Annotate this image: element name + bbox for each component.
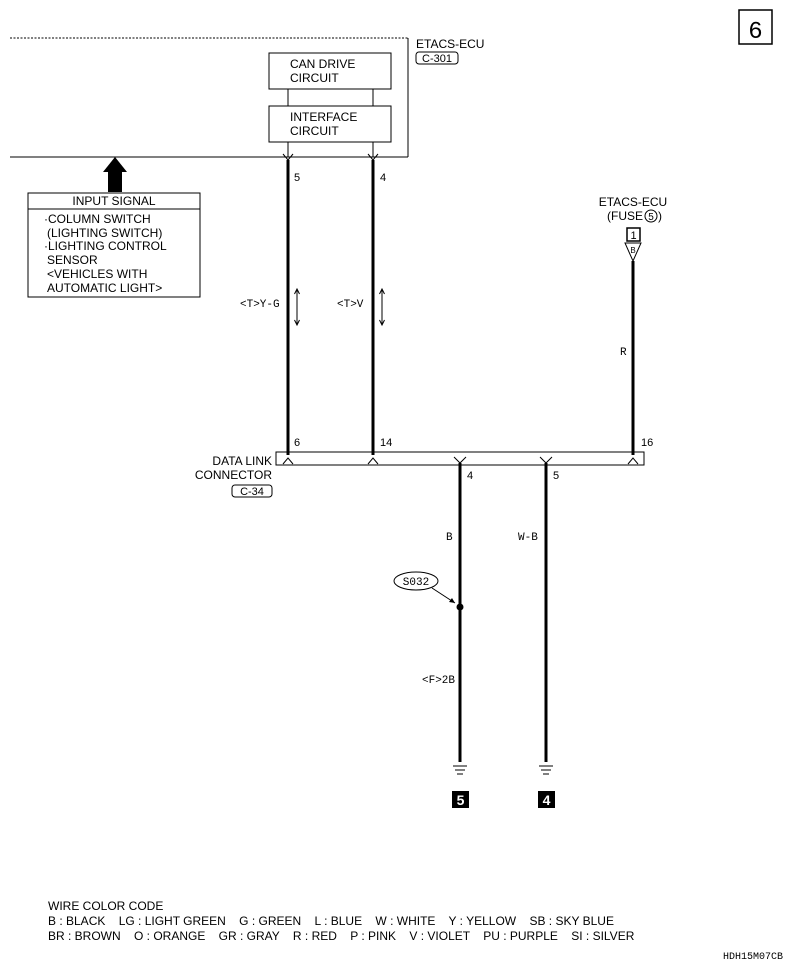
svg-text:SENSOR: SENSOR <box>47 253 98 267</box>
fuse-pin-triangle: B <box>624 242 642 263</box>
wire-r <box>627 261 639 465</box>
svg-text:AUTOMATIC LIGHT>: AUTOMATIC LIGHT> <box>47 281 162 295</box>
dlc-pin-5: 5 <box>553 470 559 482</box>
ground-icon <box>539 765 553 775</box>
svg-text:CIRCUIT: CIRCUIT <box>290 124 339 138</box>
dlc-pin-14: 14 <box>380 437 392 449</box>
legend-row-1: B : BLACK LG : LIGHT GREEN G : GREEN L :… <box>48 914 614 928</box>
dlc-pin-16: 16 <box>641 437 653 449</box>
dlc-connector-label: C-34 <box>231 484 273 498</box>
legend-title: WIRE COLOR CODE <box>48 899 163 913</box>
wire-label-w-b: W-B <box>518 532 538 544</box>
wire-v <box>367 153 379 465</box>
fuse-source-name: ETACS-ECU <box>599 195 667 209</box>
input-signal-title: INPUT SIGNAL <box>72 194 155 208</box>
wire-label-y-g: <T>Y-G <box>240 299 280 311</box>
dlc-name-line2: CONNECTOR <box>195 468 272 482</box>
bidirectional-arrow-icon <box>294 287 300 327</box>
input-signal-arrow <box>103 157 127 192</box>
svg-text:C-34: C-34 <box>240 486 264 498</box>
bidirectional-arrow-icon <box>379 287 385 327</box>
wire-y-g <box>282 153 294 465</box>
splice-dot <box>456 603 464 611</box>
wire-label-v: <T>V <box>337 299 364 311</box>
svg-text:1: 1 <box>630 230 636 242</box>
splice-s032: S032 <box>393 571 464 611</box>
wire-w-b <box>539 456 553 762</box>
harness-label: <F>2B <box>422 675 455 687</box>
page-number-box: 6 <box>738 9 773 46</box>
can-drive-circuit-block: CAN DRIVE CIRCUIT <box>268 52 392 90</box>
svg-text:INTERFACE: INTERFACE <box>290 110 357 124</box>
ecu-pin-4: 4 <box>380 172 386 184</box>
ecu-connector-label: C-301 <box>415 51 459 65</box>
ground-icon <box>453 765 467 775</box>
svg-text:): ) <box>658 209 662 223</box>
dlc-pin-4: 4 <box>467 470 473 482</box>
svg-text:5: 5 <box>457 792 465 808</box>
ground-number-5: 5 <box>452 791 469 808</box>
svg-text:4: 4 <box>543 792 551 808</box>
fuse-source-label: (FUSE 5 ) <box>607 209 662 223</box>
svg-text:(FUSE: (FUSE <box>607 209 643 223</box>
svg-text:CIRCUIT: CIRCUIT <box>290 71 339 85</box>
wire-label-b: B <box>446 532 453 544</box>
wire-label-r: R <box>620 347 627 359</box>
svg-text:(LIGHTING SWITCH): (LIGHTING SWITCH) <box>47 226 162 240</box>
ground-number-4: 4 <box>538 791 555 808</box>
diagram-code: HDH15M07CB <box>723 952 783 963</box>
dlc-pin-6: 6 <box>294 437 300 449</box>
ecu-pin-5: 5 <box>294 172 300 184</box>
input-signal-box: INPUT SIGNAL ·COLUMN SWITCH (LIGHTING SW… <box>27 192 201 298</box>
svg-text:B: B <box>630 246 635 255</box>
svg-text:S032: S032 <box>403 577 429 589</box>
svg-text:CAN DRIVE: CAN DRIVE <box>290 57 355 71</box>
svg-text:C-301: C-301 <box>422 53 452 65</box>
interface-circuit-block: INTERFACE CIRCUIT <box>268 105 392 143</box>
legend-row-2: BR : BROWN O : ORANGE GR : GRAY R : RED … <box>48 929 635 943</box>
ecu-housing <box>10 37 409 158</box>
svg-text:·LIGHTING CONTROL: ·LIGHTING CONTROL <box>44 239 167 253</box>
wire-b <box>453 456 467 762</box>
svg-text:·COLUMN SWITCH: ·COLUMN SWITCH <box>44 212 151 226</box>
fuse-box-number: 1 <box>626 227 641 242</box>
svg-text:5: 5 <box>648 212 654 223</box>
svg-text:<VEHICLES WITH: <VEHICLES WITH <box>47 267 147 281</box>
ecu-name: ETACS-ECU <box>416 37 484 51</box>
dlc-name-line1: DATA LINK <box>212 454 272 468</box>
page-number: 6 <box>748 19 762 46</box>
